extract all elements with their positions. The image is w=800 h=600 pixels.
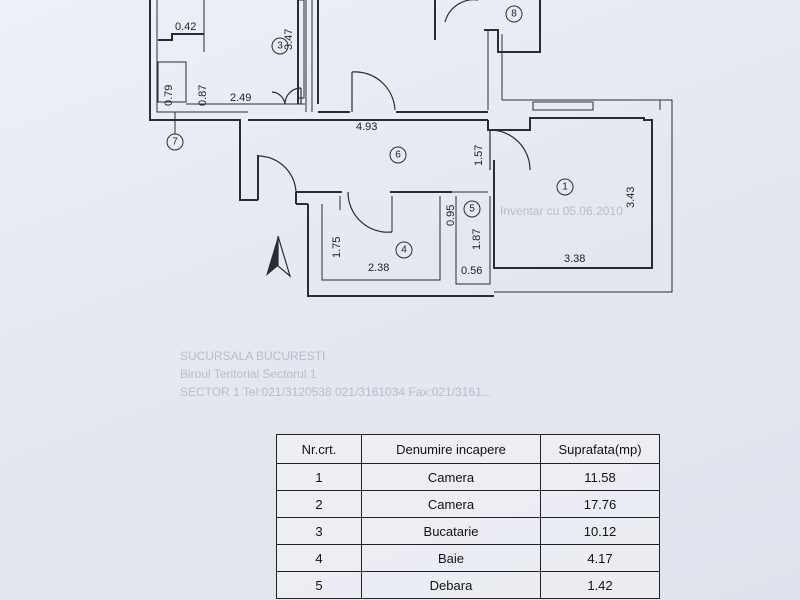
room-number-5: 5 bbox=[463, 200, 481, 218]
cell-nr: 4 bbox=[276, 544, 362, 572]
dim-056: 0.56 bbox=[461, 265, 482, 277]
svg-text:8: 8 bbox=[511, 9, 517, 20]
cell-area: 17.76 bbox=[540, 490, 660, 518]
svg-text:4: 4 bbox=[401, 245, 407, 256]
cell-name: Debara bbox=[361, 571, 541, 599]
svg-text:1: 1 bbox=[562, 182, 568, 193]
cell-area: 11.58 bbox=[540, 463, 660, 491]
walls-bath-pantry bbox=[307, 191, 494, 297]
stamp-side: Inventar cu 05.06.2010 bbox=[500, 204, 623, 218]
dim-087: 0.87 bbox=[197, 85, 209, 106]
walls-left-block bbox=[149, 0, 305, 201]
dim-187: 1.87 bbox=[471, 229, 483, 250]
table-row: 4 Baie 4.17 bbox=[276, 544, 660, 572]
room-number-1: 1 bbox=[556, 178, 574, 196]
walls-room-1 bbox=[487, 99, 673, 293]
table-header-row: Nr.crt. Denumire incapere Suprafata(mp) bbox=[276, 434, 660, 464]
dim-175: 1.75 bbox=[331, 237, 343, 258]
svg-text:3: 3 bbox=[277, 41, 283, 52]
dim-343: 3.43 bbox=[625, 187, 637, 208]
dim-079: 0.79 bbox=[163, 85, 175, 106]
room-number-8: 8 bbox=[505, 5, 523, 23]
cell-nr: 2 bbox=[276, 490, 362, 518]
svg-text:5: 5 bbox=[469, 204, 475, 215]
room-number-6: 6 bbox=[389, 146, 407, 164]
stamp-line-2: Biroul Teritorial Sectorul 1 bbox=[180, 367, 317, 381]
header-area: Suprafata(mp) bbox=[540, 434, 660, 464]
table-row: 2 Camera 17.76 bbox=[276, 490, 660, 518]
dim-493: 4.93 bbox=[356, 121, 377, 133]
stamp-line-3: SECTOR 1 Tel:021/3120538 021/3161034 Fax… bbox=[180, 385, 492, 399]
dim-095: 0.95 bbox=[445, 205, 457, 226]
stamp-line-1: SUCURSALA BUCURESTI bbox=[180, 349, 325, 363]
dim-157: 1.57 bbox=[473, 145, 485, 166]
header-nr: Nr.crt. bbox=[276, 434, 362, 464]
table-row: 5 Debara 1.42 bbox=[276, 571, 660, 599]
cell-area: 10.12 bbox=[540, 517, 660, 545]
table-row: 1 Camera 11.58 bbox=[276, 463, 660, 491]
cell-name: Baie bbox=[361, 544, 541, 572]
north-arrow-icon bbox=[266, 235, 292, 278]
cell-area: 1.42 bbox=[540, 571, 660, 599]
dim-042: 0.42 bbox=[175, 21, 196, 33]
table-row: 3 Bucatarie 10.12 bbox=[276, 517, 660, 545]
dim-347: 3.47 bbox=[283, 29, 295, 50]
room-number-7: 7 bbox=[166, 112, 184, 151]
walls-kitchen bbox=[297, 0, 319, 112]
cell-name: Camera bbox=[361, 490, 541, 518]
svg-text:7: 7 bbox=[172, 137, 178, 148]
walls-hall bbox=[248, 71, 488, 233]
dim-238: 2.38 bbox=[368, 262, 389, 274]
dim-249: 2.49 bbox=[230, 92, 251, 104]
cell-area: 4.17 bbox=[540, 544, 660, 572]
cell-nr: 5 bbox=[276, 571, 362, 599]
dim-338: 3.38 bbox=[564, 253, 585, 265]
cell-name: Bucatarie bbox=[361, 517, 541, 545]
room-number-4: 4 bbox=[395, 241, 413, 259]
floor-plan: SUCURSALA BUCURESTI Biroul Teritorial Se… bbox=[149, 0, 673, 399]
room-number-3: 3 bbox=[271, 37, 289, 55]
cell-nr: 1 bbox=[276, 463, 362, 491]
cell-nr: 3 bbox=[276, 517, 362, 545]
svg-text:6: 6 bbox=[395, 150, 401, 161]
cell-name: Camera bbox=[361, 463, 541, 491]
header-name: Denumire incapere bbox=[361, 434, 541, 464]
walls-top-right bbox=[434, 0, 661, 111]
room-areas-table: Nr.crt. Denumire incapere Suprafata(mp) … bbox=[276, 434, 660, 599]
